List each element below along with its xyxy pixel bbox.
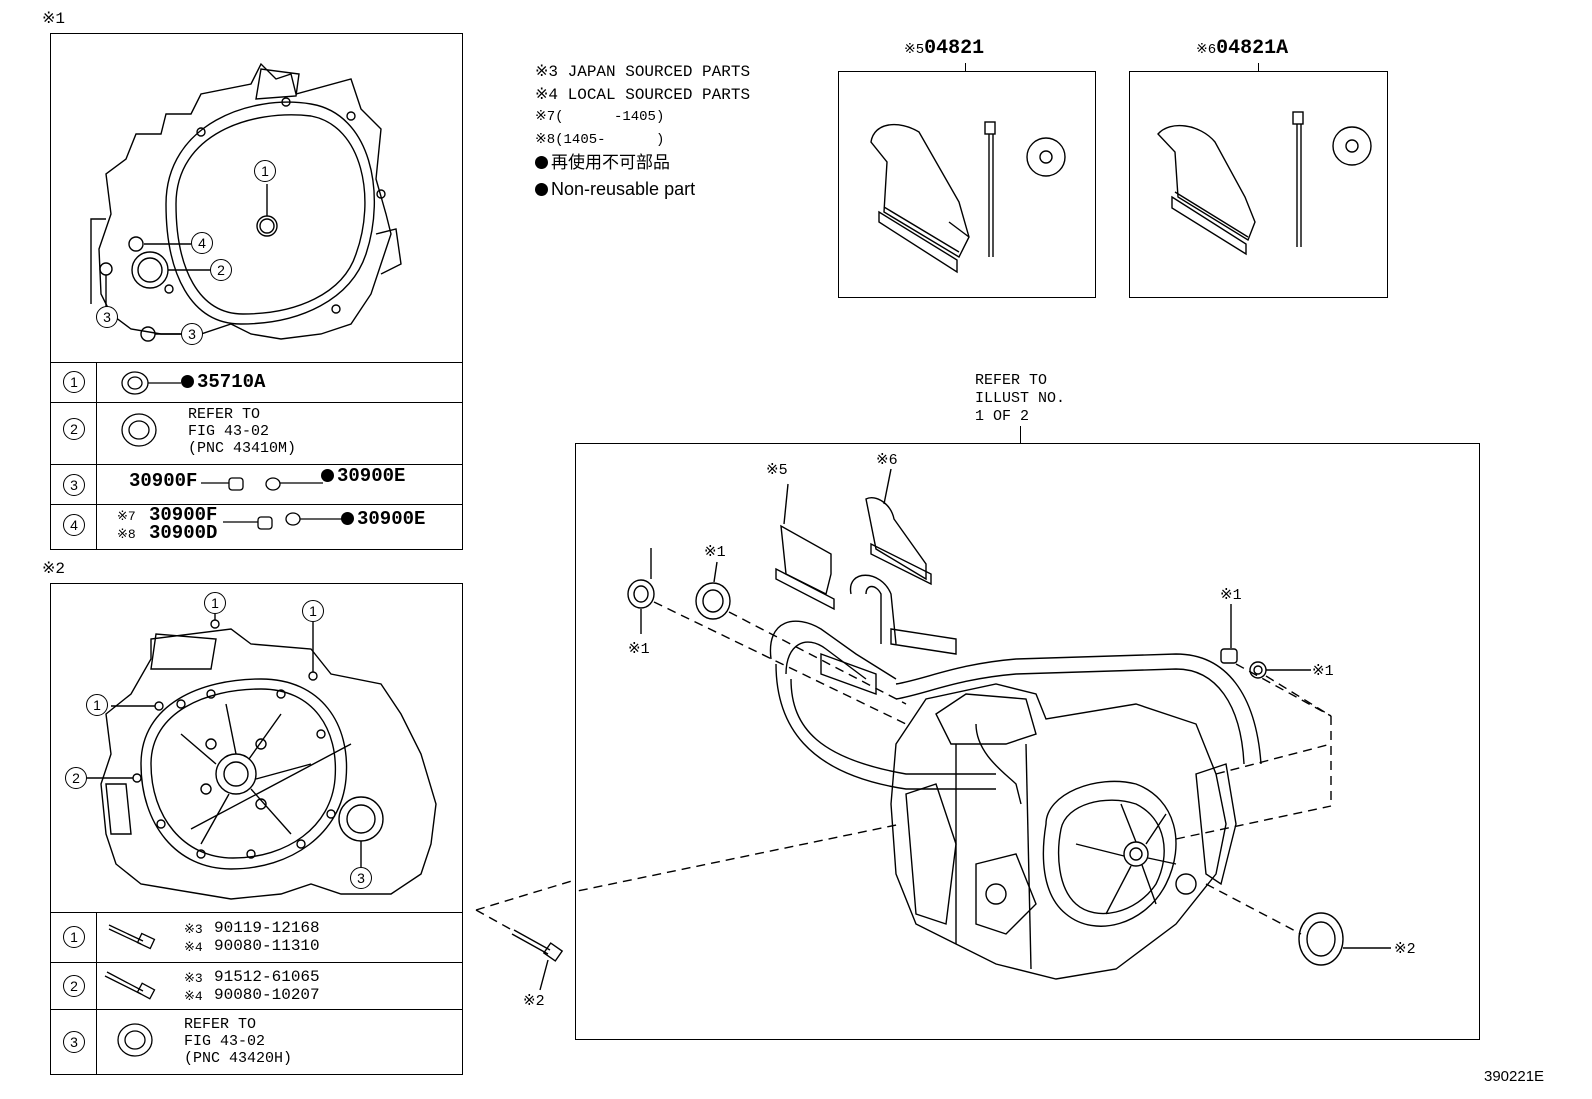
refer-illust-note: REFER TO ILLUST NO. 1 OF 2: [975, 372, 1065, 426]
diagram-code: 390221E: [1484, 1068, 1545, 1085]
panel2-callout-1a: 1: [204, 592, 226, 614]
panel2-row-part-icons: [104, 924, 156, 1057]
main-label-m6: ※6: [876, 452, 898, 469]
note-mark7-range: ※7( -1405): [535, 109, 665, 125]
ref-line: REFER TO: [188, 406, 261, 423]
panel2-callout-1b: 1: [302, 600, 324, 622]
panel1-callout-2: 2: [210, 259, 232, 281]
non-reusable-en-text: Non-reusable part: [551, 179, 696, 199]
kit5-part: 04821: [924, 37, 985, 60]
panel1-callout-3b: 3: [181, 323, 203, 345]
panel2-mark: ※2: [42, 560, 66, 578]
main-label-m2b: ※2: [1394, 941, 1416, 958]
kit6-mark: ※6: [1196, 42, 1217, 58]
panel1-row4-part-b-text: 30900E: [357, 508, 426, 530]
non-reusable-dot-icon: [535, 156, 548, 169]
note-non-reusable-en: Non-reusable part: [535, 180, 695, 198]
panel2-row2-part3: 91512-61065: [214, 968, 320, 986]
panel1-row-part-icons: [121, 371, 343, 530]
non-reusable-jp-text: 再使用不可部品: [551, 153, 670, 172]
panel2-row2-mark3: ※3: [184, 971, 203, 986]
refer-illust-leader: [1020, 426, 1021, 443]
panel1-callout-3a: 3: [96, 306, 118, 328]
non-reusable-dot-icon: [321, 469, 334, 482]
panel1-row4-part-b: 30900E: [341, 508, 426, 530]
kit5-heading: ※504821: [904, 37, 985, 60]
panel1-row4-part-c: 30900D: [149, 522, 218, 544]
panel2-box: 1 1 1 2 3 1 ※3 90119-12168 ※4 90080-1131…: [50, 583, 463, 1075]
ref-line: REFER TO: [184, 1016, 257, 1033]
panel1-row3-part-a: 30900F: [129, 470, 198, 492]
panel2-row1-part3: 90119-12168: [214, 919, 320, 937]
kit5-parts-drawing: [870, 121, 1066, 274]
note-local-sourced: ※4 LOCAL SOURCED PARTS: [535, 86, 751, 104]
panel2-row3-num: 3: [63, 1031, 85, 1053]
kit5-mark: ※5: [904, 42, 925, 58]
panel1-row2-ref: REFER TO FIG 43-02 (PNC 43410M): [188, 406, 296, 457]
panel1-row3-part-b: 30900E: [321, 465, 406, 487]
kit5-box: [838, 71, 1096, 298]
note-japan-sourced: ※3 JAPAN SOURCED PARTS: [535, 63, 751, 81]
panel1-row3-num: 3: [63, 474, 85, 496]
main-label-m5: ※5: [766, 462, 788, 479]
transaxle-assembly-drawing: [576, 468, 1391, 980]
ref-line: FIG 43-02: [184, 1033, 266, 1050]
kit5-leader: [965, 63, 966, 71]
panel2-row1-mark3: ※3: [184, 922, 203, 937]
main-label-m1c: ※1: [1220, 587, 1242, 604]
ref-line: ILLUST NO.: [975, 390, 1066, 407]
ref-line: 1 OF 2: [975, 408, 1030, 425]
panel1-callout-1: 1: [254, 160, 276, 182]
panel2-callout-1c: 1: [86, 694, 108, 716]
panel1-row1-part: 35710A: [181, 371, 266, 393]
panel2-row2-mark4: ※4: [184, 989, 203, 1004]
kit6-parts-drawing: [1157, 111, 1372, 256]
panel2-row1-mark4: ※4: [184, 940, 203, 955]
panel1-mark: ※1: [42, 10, 66, 28]
panel1-row4-mark8: ※8: [117, 527, 136, 542]
main-label-m1a: ※1: [704, 544, 726, 561]
non-reusable-dot-icon: [341, 512, 354, 525]
non-reusable-dot-icon: [181, 375, 194, 388]
non-reusable-dot-icon: [535, 183, 548, 196]
kit6-box: [1129, 71, 1388, 298]
note-non-reusable-jp: 再使用不可部品: [535, 154, 670, 172]
ref-line: REFER TO: [975, 372, 1048, 389]
panel2-row1-part4: 90080-11310: [214, 937, 320, 955]
panel1-callout-4: 4: [191, 232, 213, 254]
panel1-box: 1 4 2 3 3 1 35710A 2 REFER TO FIG 43-02 …: [50, 33, 463, 550]
panel1-row4-part-a: 30900F: [149, 504, 218, 526]
panel1-row4-num: 4: [63, 514, 85, 536]
panel2-row2-num: 2: [63, 975, 85, 997]
transaxle-housing-front-drawing: [90, 62, 402, 342]
panel1-row2-num: 2: [63, 418, 85, 440]
panel1-row3-part-b-text: 30900E: [337, 465, 406, 487]
kit6-part: 04821A: [1216, 37, 1289, 60]
note-mark8-range: ※8(1405- ): [535, 132, 665, 148]
main-label-m1b: ※1: [628, 641, 650, 658]
main-label-m2a: ※2: [523, 993, 545, 1010]
panel2-callout-3: 3: [350, 867, 372, 889]
main-assembly-box: ※5 ※6 ※1 ※1 ※1 ※1 ※2: [575, 443, 1480, 1040]
panel2-row1-num: 1: [63, 926, 85, 948]
panel1-row1-part-text: 35710A: [197, 371, 266, 393]
ref-line: FIG 43-02: [188, 423, 270, 440]
ref-line: (PNC 43410M): [188, 440, 297, 457]
kit6-heading: ※604821A: [1196, 37, 1289, 60]
panel2-callout-2: 2: [65, 767, 87, 789]
panel1-row1-num: 1: [63, 371, 85, 393]
main-label-m1d: ※1: [1312, 663, 1334, 680]
panel2-row3-ref: REFER TO FIG 43-02 (PNC 43420H): [184, 1016, 292, 1067]
panel2-row2-part4: 90080-10207: [214, 986, 320, 1004]
kit6-leader: [1258, 63, 1259, 71]
panel1-row4-mark7: ※7: [117, 509, 136, 524]
transaxle-housing-rear-drawing: [87, 614, 437, 900]
ref-line: (PNC 43420H): [184, 1050, 293, 1067]
